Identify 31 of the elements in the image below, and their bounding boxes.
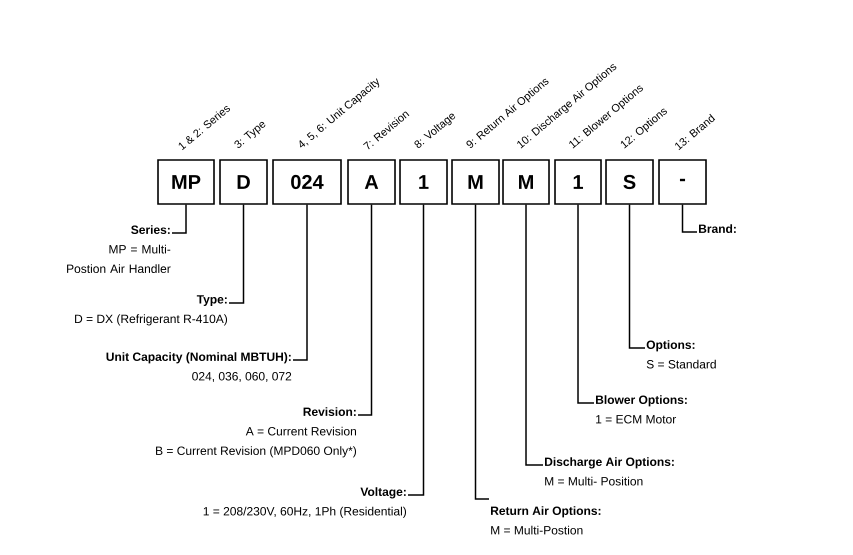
leader-line [628,204,645,349]
code-box: - [658,159,707,205]
description-text: Return Air Options: M = Multi-Postion [491,506,600,534]
leader-line [474,204,489,500]
leader-line [293,204,308,361]
description-text: Blower Options: 1 = ECM Motor [596,395,687,424]
leader-line [577,204,594,404]
code-box: S [605,159,654,205]
code-box: 024 [272,159,342,205]
description-text: Voltage: 1 = 208/230V, 60Hz, 1Ph (Residential) [204,487,406,518]
leader-line [172,204,187,234]
leader-line [229,204,244,304]
code-box: M [451,159,500,205]
description-text: Brand: [699,224,736,233]
code-box: A [347,159,396,205]
code-box: MP [157,159,215,205]
code-box: 1 [399,159,448,205]
description-text: Unit Capacity (Nominal MBTUH): 024, 036, 060, 072 [106,352,292,382]
code-box: M [502,159,550,205]
code-box: 1 [554,159,602,205]
description-text: Type: D = DX (Refrigerant R-410A) [75,295,228,326]
code-box: D [219,159,268,205]
description-text: Series: MP = Multi-Postion Air Handler [67,225,171,273]
description-text: Options: S = Standard [646,340,716,368]
description-text: Revision: A = Current Revision B = Current Revision (MPD060 Only*) [156,407,356,458]
leader-line [525,204,543,466]
leader-line [408,204,424,496]
leader-line [358,204,372,416]
description-text: Discharge Air Options: M = Multi- Position [545,457,674,486]
position-label: 3: Type [234,122,266,148]
leader-line [682,204,697,233]
